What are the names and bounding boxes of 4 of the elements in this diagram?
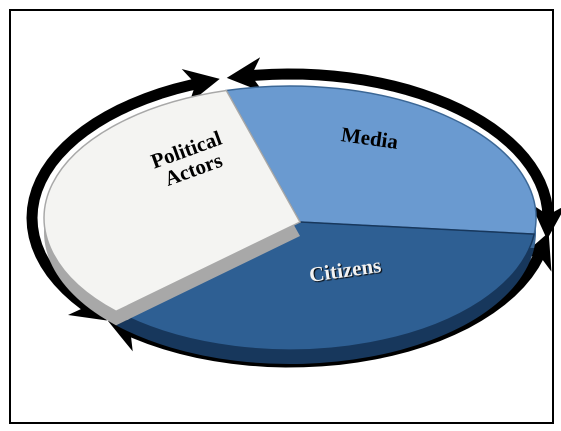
ring-arrow — [26, 69, 220, 320]
pie-wedge — [44, 90, 301, 326]
wedge-label: Media — [340, 124, 400, 152]
wedge-label: Citizens — [308, 254, 382, 286]
